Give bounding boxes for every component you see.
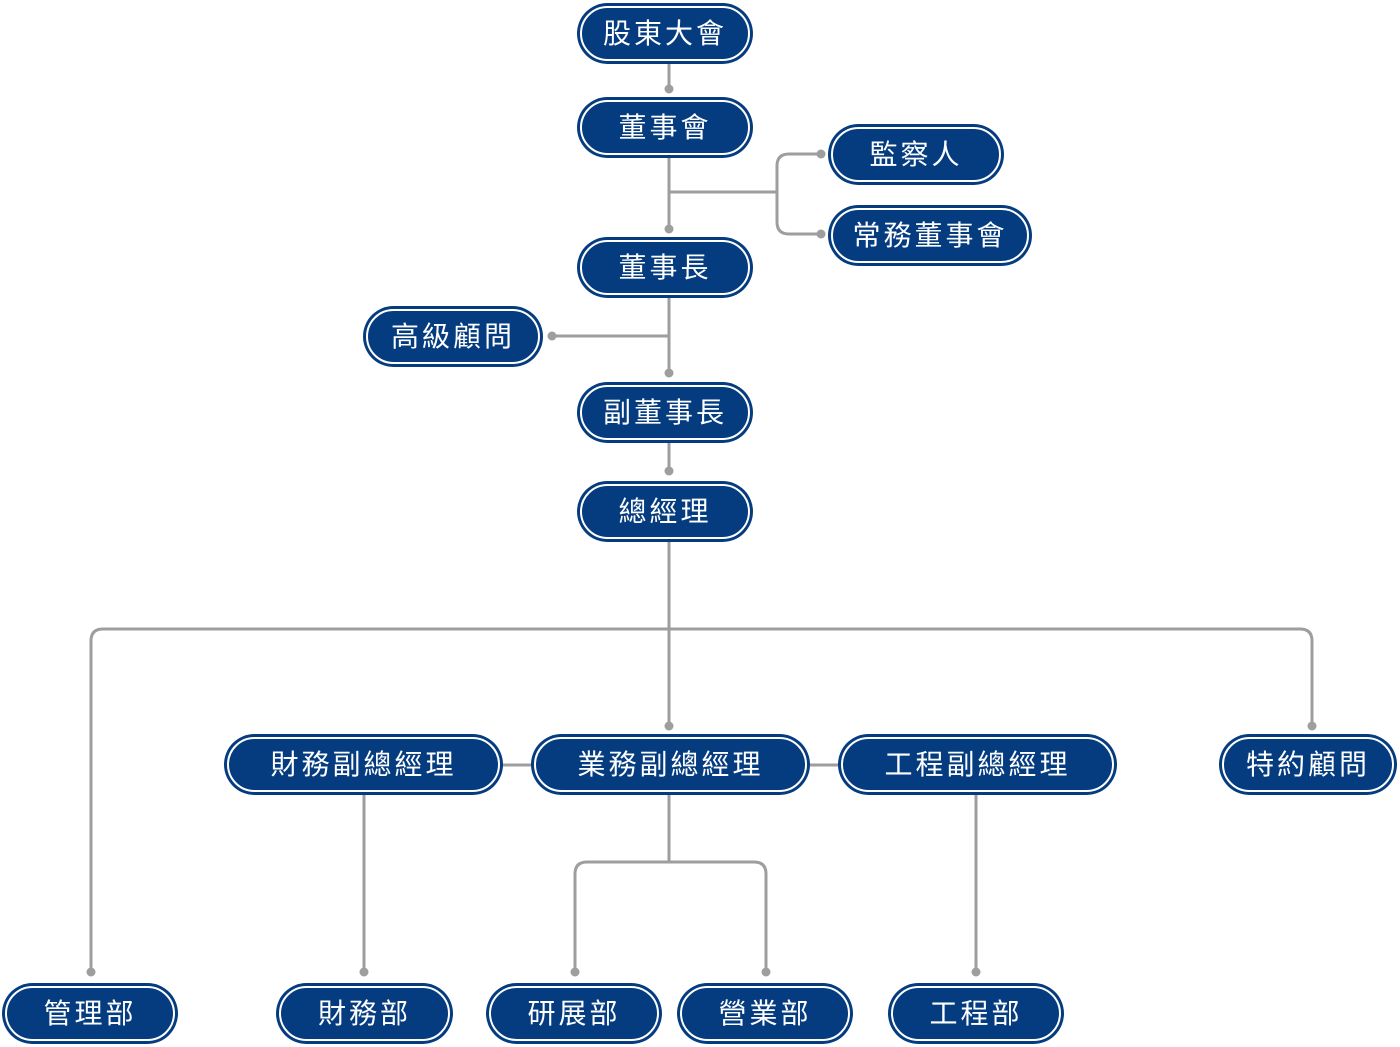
connector-dot bbox=[570, 967, 580, 977]
connector-dot bbox=[761, 967, 771, 977]
connector-dot bbox=[816, 229, 826, 239]
node-board[interactable]: 董事會 bbox=[577, 97, 753, 158]
connector-dot bbox=[664, 224, 674, 234]
node-engineering-dept[interactable]: 工程部 bbox=[888, 983, 1064, 1044]
node-special-advisor[interactable]: 特約顧問 bbox=[1219, 734, 1397, 795]
node-label: 管理部 bbox=[43, 996, 137, 1030]
node-shareholders[interactable]: 股東大會 bbox=[577, 3, 753, 64]
edge-gm-admin-dept bbox=[89, 627, 671, 973]
node-label: 研展部 bbox=[527, 996, 621, 1030]
node-supervisor[interactable]: 監察人 bbox=[828, 124, 1004, 185]
connector-dot bbox=[86, 967, 96, 977]
connector-dot bbox=[359, 967, 369, 977]
connector-dot bbox=[664, 466, 674, 476]
edge-board-standing-board bbox=[775, 190, 822, 236]
node-label: 董事會 bbox=[618, 110, 712, 144]
node-label: 財務部 bbox=[317, 996, 411, 1030]
node-label: 股東大會 bbox=[602, 16, 727, 50]
connector-dot bbox=[664, 721, 674, 731]
connector-dot bbox=[816, 149, 826, 159]
node-general-manager[interactable]: 總經理 bbox=[577, 481, 753, 542]
node-label: 監察人 bbox=[869, 137, 963, 171]
connector-dot bbox=[1307, 721, 1317, 731]
connector-dot bbox=[664, 84, 674, 94]
node-sales-vp[interactable]: 業務副總經理 bbox=[531, 734, 810, 795]
node-label: 營業部 bbox=[718, 996, 812, 1030]
node-label: 董事長 bbox=[618, 250, 712, 284]
connector-dot bbox=[971, 967, 981, 977]
node-label: 高級顧問 bbox=[390, 319, 515, 353]
node-finance-dept[interactable]: 財務部 bbox=[276, 983, 453, 1044]
node-label: 財務副總經理 bbox=[270, 747, 457, 781]
node-admin-dept[interactable]: 管理部 bbox=[2, 983, 178, 1044]
node-chairman[interactable]: 董事長 bbox=[577, 237, 753, 298]
node-label: 業務副總經理 bbox=[577, 747, 764, 781]
node-senior-advisor[interactable]: 高級顧問 bbox=[363, 306, 543, 367]
node-finance-vp[interactable]: 財務副總經理 bbox=[224, 734, 503, 795]
node-label: 工程部 bbox=[929, 996, 1023, 1030]
node-label: 副董事長 bbox=[602, 395, 727, 429]
node-vice-chairman[interactable]: 副董事長 bbox=[577, 382, 753, 443]
edge-gm-special-advisor bbox=[667, 627, 1314, 727]
node-rnd-dept[interactable]: 研展部 bbox=[486, 983, 662, 1044]
edge-board-supervisor bbox=[667, 152, 822, 194]
edge-sales-vp-sales-dept bbox=[667, 860, 768, 973]
node-label: 工程副總經理 bbox=[884, 747, 1071, 781]
node-sales-dept[interactable]: 營業部 bbox=[677, 983, 853, 1044]
node-label: 常務董事會 bbox=[852, 218, 1008, 252]
connector-dot bbox=[664, 368, 674, 378]
node-engineering-vp[interactable]: 工程副總經理 bbox=[838, 734, 1117, 795]
node-label: 總經理 bbox=[618, 494, 712, 528]
node-label: 特約顧問 bbox=[1245, 747, 1370, 781]
connector-dot bbox=[547, 331, 557, 341]
edge-sales-vp-rnd-dept bbox=[573, 860, 671, 973]
node-standing-board[interactable]: 常務董事會 bbox=[828, 205, 1032, 266]
